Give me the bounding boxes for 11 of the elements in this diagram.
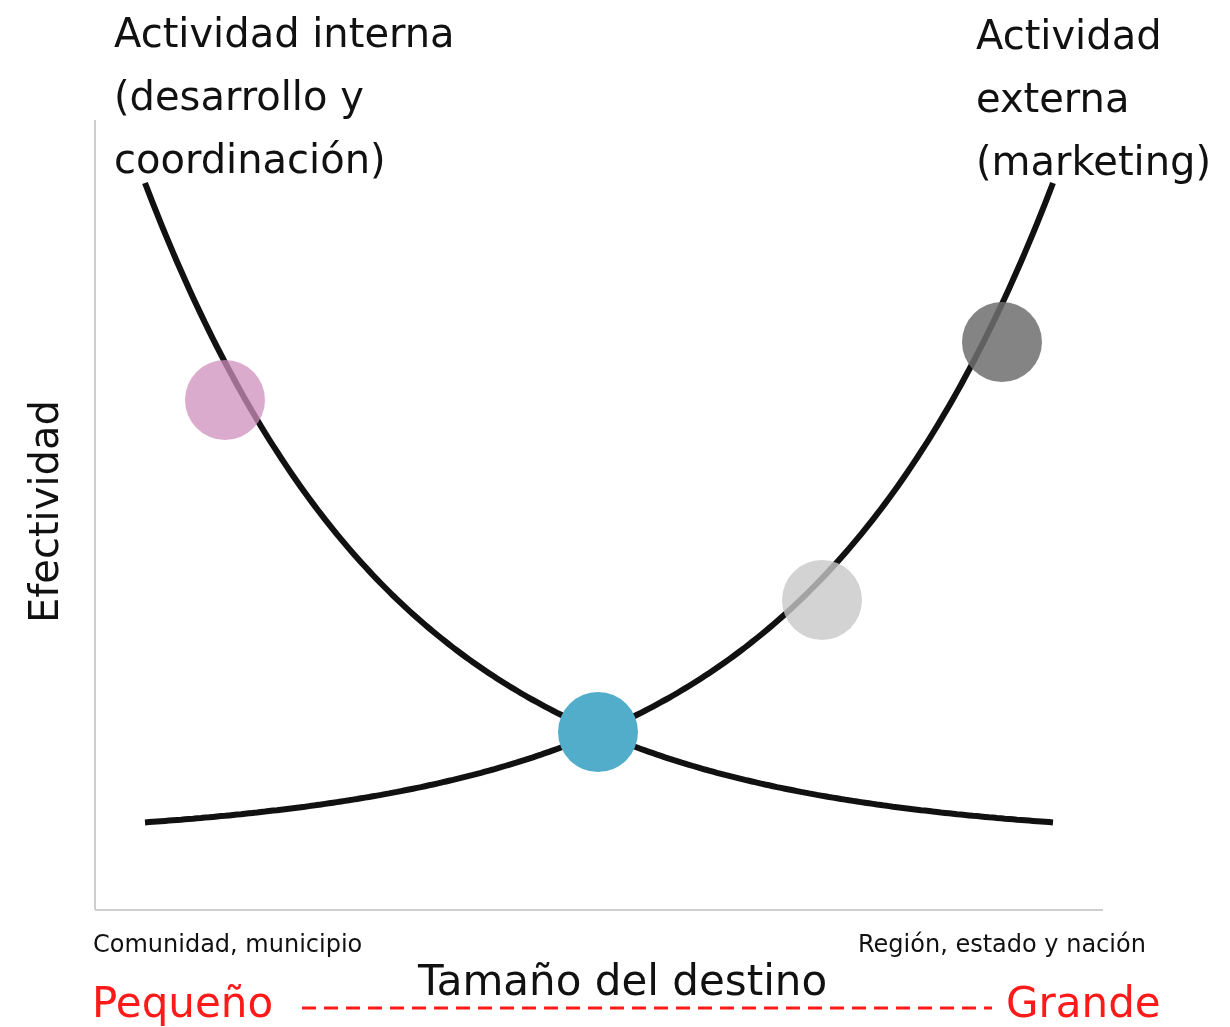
circle-marker bbox=[782, 560, 862, 640]
axis-title: Efectividad bbox=[21, 399, 69, 625]
axis-end-label: Comunidad, municipio bbox=[93, 930, 363, 959]
scale-label: Pequeño bbox=[92, 978, 274, 1027]
circle-marker bbox=[558, 692, 638, 772]
curve-label: Actividad interna (desarrollo y coordinación) bbox=[114, 9, 456, 184]
circle-marker bbox=[185, 360, 265, 440]
axis-end-label: Región, estado y nación bbox=[858, 930, 1146, 959]
circle-marker bbox=[962, 302, 1042, 382]
scale-label: Grande bbox=[1006, 978, 1161, 1027]
curve-label: Actividad externa (marketing) bbox=[976, 11, 1213, 186]
